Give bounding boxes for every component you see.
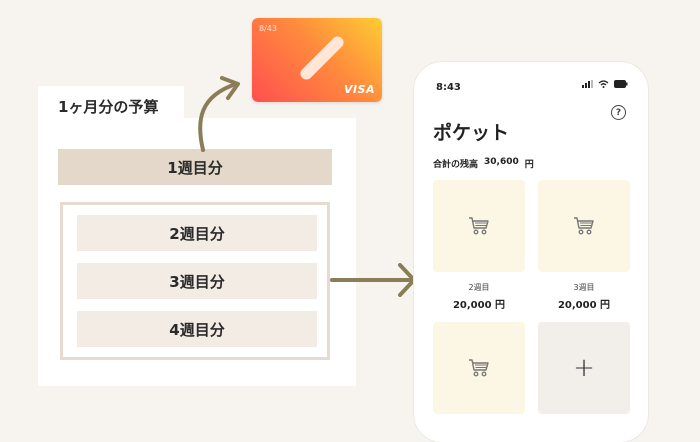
pocket-label-week3: 3週目 [573,283,595,292]
total-balance: 合計の残高 30,600 円 [433,157,534,170]
total-value: 30,600 [484,157,519,167]
phone-frame: 8:43 ? ポケット 合計の残高 30,600 円 2週目 [414,62,648,442]
pocket-label-week2: 2週目 [468,283,490,292]
plus-icon: + [573,353,595,383]
budget-title: 1ヶ月分の予算 [58,98,159,116]
page-title: ポケット [433,122,510,144]
pocket-card-week2[interactable] [433,180,525,272]
card-brand: VISA [343,83,375,96]
payment-card: 8/43 VISA [252,18,382,102]
status-icons [582,80,628,88]
wifi-icon [598,80,609,88]
week-2-row: 2週目分 [77,215,317,251]
add-pocket-button[interactable]: + [538,322,630,414]
cart-icon [469,217,489,235]
cart-icon [469,359,489,377]
week-3-row: 3週目分 [77,263,317,299]
total-unit: 円 [524,160,534,170]
card-number: 8/43 [259,24,277,33]
week-4-row: 4週目分 [77,311,317,347]
pocket-card-week3[interactable] [538,180,630,272]
curved-arrow-head [220,76,240,100]
week-1-row: 1週目分 [58,149,332,185]
help-icon[interactable]: ? [611,105,626,120]
pocket-amount-week2: 20,000 円 [452,300,506,311]
total-label: 合計の残高 [433,160,479,170]
curved-arrow [198,82,238,152]
battery-icon [614,80,628,88]
pocket-card-week4[interactable] [433,322,525,414]
status-time: 8:43 [436,82,461,93]
cart-icon [574,217,594,235]
signal-icon [582,80,593,88]
pocket-amount-week3: 20,000 円 [557,300,611,311]
